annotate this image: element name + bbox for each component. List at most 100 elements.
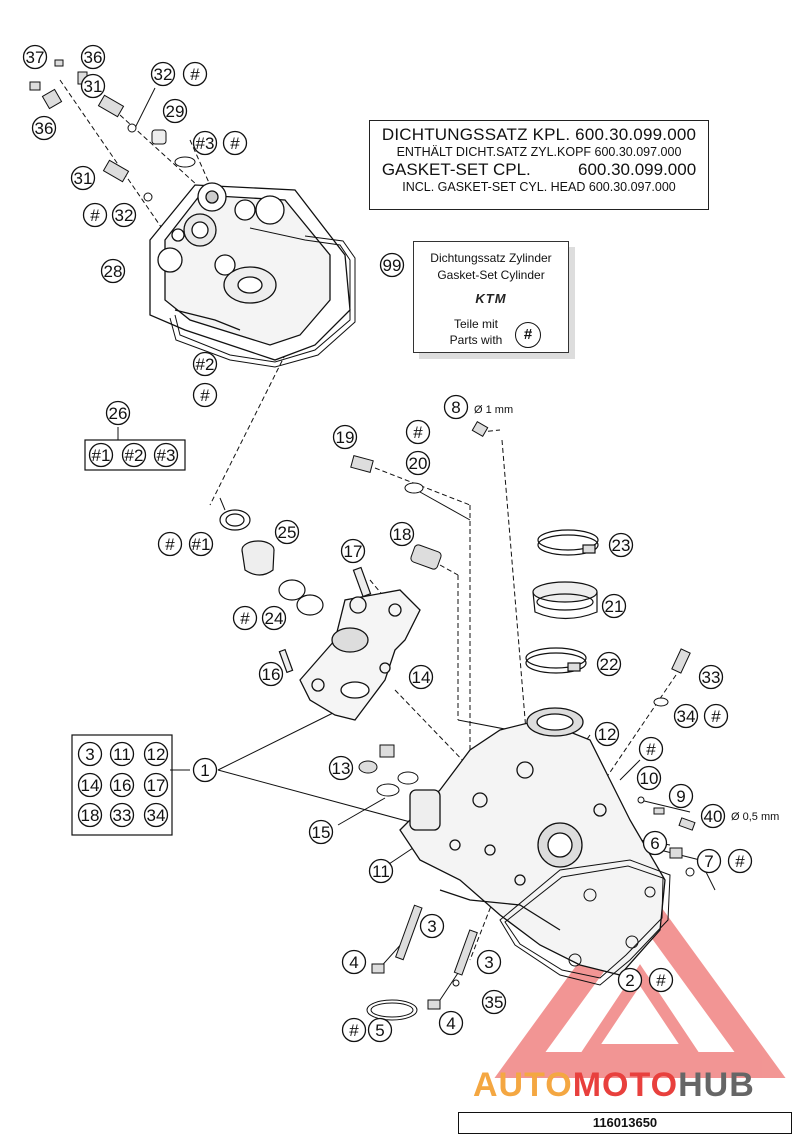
callout-label: 3 bbox=[427, 917, 436, 936]
callout-label: 3 bbox=[85, 745, 94, 764]
callout-circle bbox=[341, 949, 367, 975]
callout-circle bbox=[274, 519, 300, 545]
callout-29: 29 bbox=[162, 98, 188, 124]
callout-circle bbox=[192, 382, 218, 408]
callout-circle bbox=[668, 783, 694, 809]
callout-hash3: #3 bbox=[153, 442, 179, 468]
callout-circle bbox=[379, 252, 405, 278]
callout-label: # bbox=[90, 206, 100, 225]
callout-36: 36 bbox=[31, 115, 57, 141]
watermark-part-2: MOTO bbox=[572, 1066, 679, 1104]
callout-label: 3 bbox=[484, 953, 493, 972]
callout-2: 2 bbox=[617, 967, 643, 993]
cam-bearing-bridge bbox=[299, 589, 421, 721]
callout-circle bbox=[109, 772, 135, 798]
kit-box-shadow-bottom bbox=[419, 353, 575, 359]
callout-label: # bbox=[230, 134, 240, 153]
callout-circle bbox=[77, 772, 103, 798]
kit-line-2: Gasket-Set Cylinder bbox=[437, 268, 545, 282]
callout-label: 11 bbox=[113, 745, 131, 764]
callout-circle bbox=[70, 165, 96, 191]
callout-circle bbox=[608, 532, 634, 558]
valve-cover bbox=[149, 182, 351, 361]
callout-5: 5 bbox=[367, 1017, 393, 1043]
callout-circle bbox=[111, 202, 137, 228]
callout-16: 16 bbox=[258, 661, 284, 687]
callout-circle bbox=[405, 419, 431, 445]
callout-circle bbox=[328, 755, 354, 781]
callout-20: 20 bbox=[405, 450, 431, 476]
callout-label: # bbox=[735, 852, 745, 871]
callout-28: 28 bbox=[100, 258, 126, 284]
callout-circle bbox=[638, 736, 664, 762]
callout-circle bbox=[367, 1017, 393, 1043]
callout-label: # bbox=[656, 971, 666, 990]
callout-circle bbox=[419, 913, 445, 939]
callout-11: 11 bbox=[109, 741, 135, 767]
callout-label: 26 bbox=[109, 404, 128, 423]
callout-circle bbox=[192, 757, 218, 783]
callout-label: 32 bbox=[154, 65, 173, 84]
callout-circle bbox=[153, 442, 179, 468]
callout-label: # bbox=[200, 386, 210, 405]
callout-label: 5 bbox=[375, 1021, 384, 1040]
callout-hash1: #1 bbox=[188, 531, 214, 557]
callout-circle bbox=[88, 442, 114, 468]
diameter-note-40: Ø 0,5 mm bbox=[731, 811, 779, 823]
callout-circle bbox=[673, 703, 699, 729]
callout-circle bbox=[698, 664, 724, 690]
diagram-code: 116013650 bbox=[458, 1112, 792, 1134]
callout-34: 34 bbox=[673, 703, 699, 729]
callout-label: 14 bbox=[81, 776, 100, 795]
callout-label: 6 bbox=[650, 834, 659, 853]
callout-circle bbox=[703, 703, 729, 729]
callout-circle bbox=[476, 949, 502, 975]
callout-label: # bbox=[165, 535, 175, 554]
callout-label: 16 bbox=[262, 665, 281, 684]
callout-circle bbox=[617, 967, 643, 993]
callout-label: 24 bbox=[265, 609, 284, 628]
kit-parts-note: Teile mit Parts with bbox=[434, 316, 518, 348]
callout-label: 25 bbox=[278, 523, 297, 542]
callout-label: 36 bbox=[35, 119, 54, 138]
callout-hash: # bbox=[405, 419, 431, 445]
callout-24: 24 bbox=[261, 605, 287, 631]
callout-circle bbox=[192, 351, 218, 377]
callout-17: 17 bbox=[340, 538, 366, 564]
callout-8: 8 bbox=[443, 394, 469, 420]
callout-circle bbox=[408, 664, 434, 690]
callout-circle bbox=[192, 130, 218, 156]
callout-circle bbox=[143, 802, 169, 828]
callout-label: 28 bbox=[104, 262, 123, 281]
callout-17: 17 bbox=[143, 772, 169, 798]
callout-circle bbox=[368, 858, 394, 884]
callout-label: 23 bbox=[612, 536, 631, 555]
callout-12: 12 bbox=[594, 721, 620, 747]
callout-label: 10 bbox=[640, 769, 659, 788]
callout-hash: # bbox=[703, 703, 729, 729]
callout-circle bbox=[443, 394, 469, 420]
callout-circle bbox=[438, 1010, 464, 1036]
callout-circle bbox=[109, 802, 135, 828]
callout-label: 37 bbox=[26, 48, 45, 67]
callout-label: 33 bbox=[702, 668, 721, 687]
callout-circle bbox=[341, 1017, 367, 1043]
callout-label: 12 bbox=[598, 725, 617, 744]
callout-label: #2 bbox=[125, 446, 144, 465]
callout-label: 7 bbox=[704, 852, 713, 871]
callout-label: 8 bbox=[451, 398, 460, 417]
note-line-3: GASKET-SET CPL. 600.30.099.000 bbox=[381, 160, 697, 179]
note-line-4: INCL. GASKET-SET CYL. HEAD 600.30.097.00… bbox=[402, 180, 676, 194]
callout-label: 32 bbox=[115, 206, 134, 225]
callout-18: 18 bbox=[389, 521, 415, 547]
callout-circle bbox=[121, 442, 147, 468]
callout-hash: # bbox=[232, 605, 258, 631]
kit-hash-symbol: # bbox=[515, 322, 541, 348]
callout-circle bbox=[77, 741, 103, 767]
callout-circle bbox=[389, 521, 415, 547]
callout-circle bbox=[700, 803, 726, 829]
callout-3: 3 bbox=[476, 949, 502, 975]
callout-label: 9 bbox=[676, 787, 685, 806]
callout-label: 2 bbox=[625, 971, 634, 990]
